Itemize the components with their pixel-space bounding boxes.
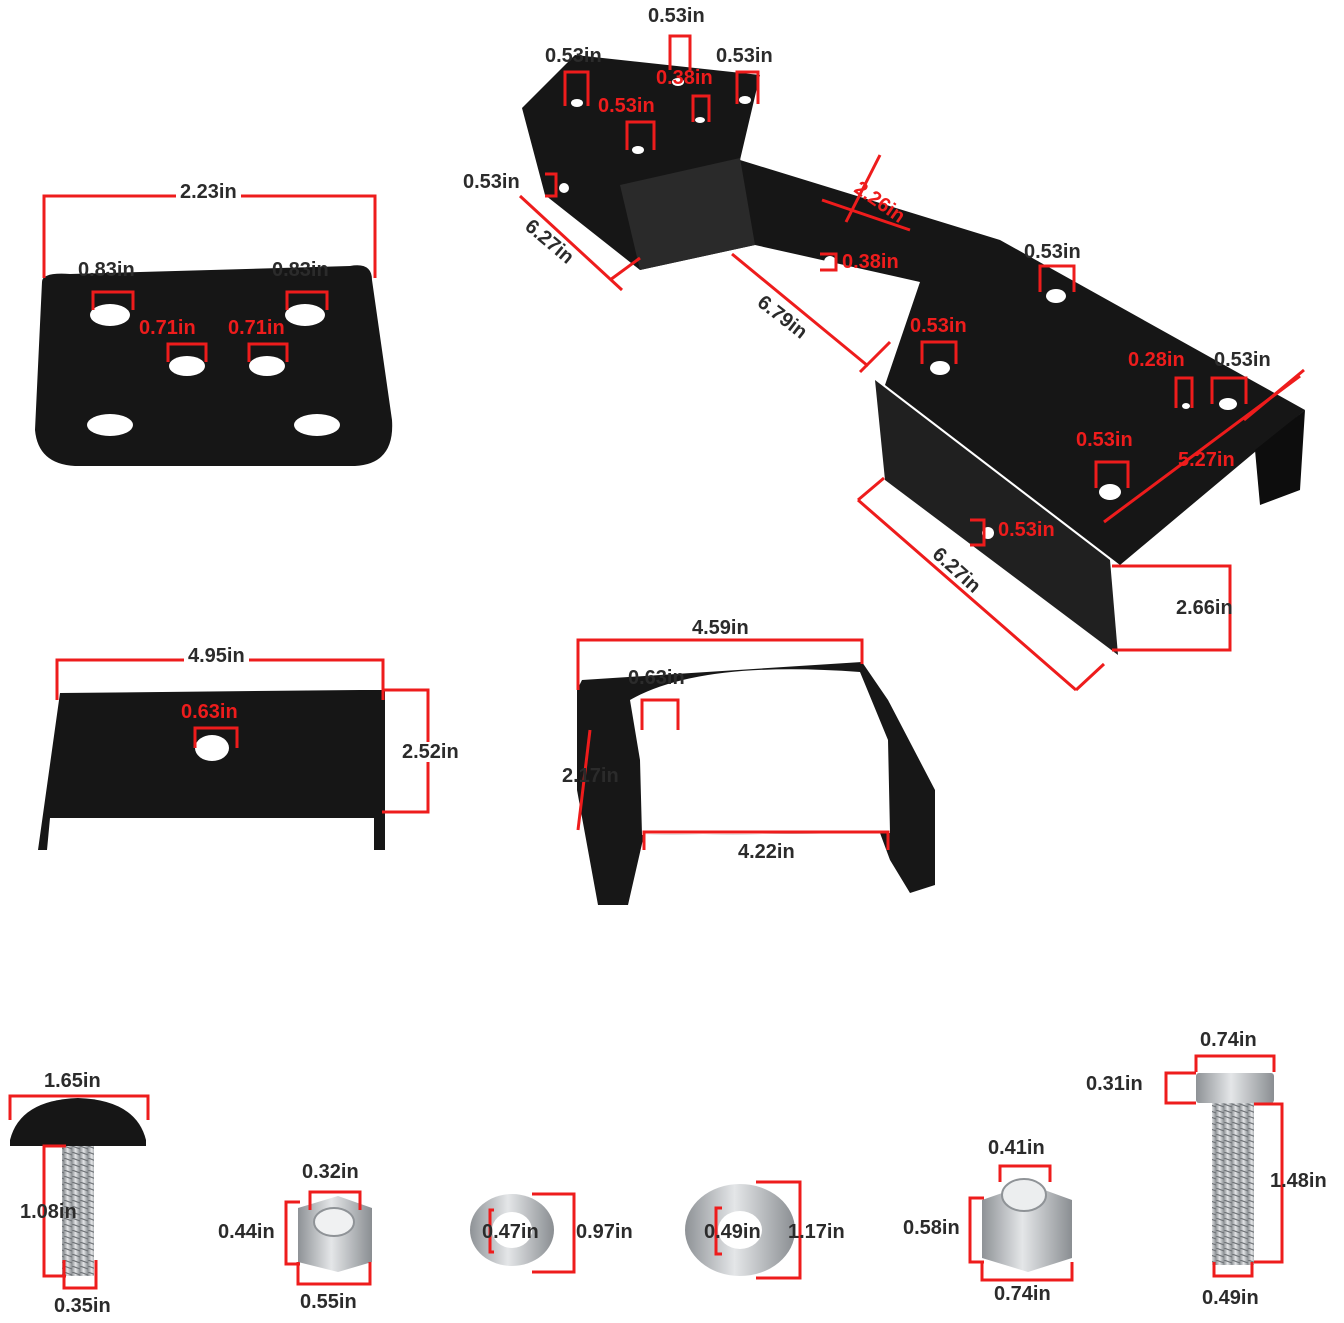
lb-lower-hole: 0.53in [910,315,967,337]
dimension-lines [8,34,1305,1290]
sd-height: 2.17in [562,765,619,787]
ln-inner: 0.41in [988,1137,1045,1159]
large-washer [685,1184,795,1276]
flat-plate [35,265,393,466]
hb-head: 0.74in [1200,1029,1257,1051]
ln-height: 0.58in [903,1217,960,1239]
lb-top-hole-a: 0.53in [545,45,602,67]
lb-mid-hole: 0.53in [1024,241,1081,263]
sd-inner-width: 4.22in [738,841,795,863]
sn-height: 0.44in [218,1221,275,1243]
lb-top-hole-c: 0.53in [716,45,773,67]
fp-hole-left: 0.83in [78,259,135,281]
up-height: 2.52in [400,741,461,763]
lb-right-hole: 0.53in [1214,349,1271,371]
lb-right-lower-hole: 0.53in [1076,429,1133,451]
hb-length: 1.48in [1270,1170,1327,1192]
sn-width: 0.55in [300,1291,357,1313]
up-width: 4.95in [184,646,249,666]
cb-length: 1.08in [20,1201,77,1223]
lb-right-height: 2.66in [1176,597,1233,619]
cb-head: 1.65in [44,1070,101,1092]
lb-mid-small-hole: 0.38in [842,251,899,273]
large-nut [982,1178,1072,1272]
sd-hole: 0.63in [628,667,685,689]
sw-inner: 0.47in [482,1221,539,1243]
small-nut [298,1196,372,1272]
lb-top-hole-b: 0.53in [648,5,705,27]
fp-center-hole-left: 0.71in [139,317,196,339]
fp-hole-right: 0.83in [272,259,329,281]
lw-outer: 1.17in [788,1221,845,1243]
hb-head-height: 0.31in [1086,1073,1143,1095]
fp-center-hole-right: 0.71in [228,317,285,339]
fp-width: 2.23in [176,182,241,202]
sw-outer: 0.97in [576,1221,633,1243]
lb-right-side-hole: 0.53in [998,519,1055,541]
ln-width: 0.74in [994,1283,1051,1305]
lb-top-hole-d: 0.53in [598,95,655,117]
cb-diameter: 0.35in [54,1295,111,1317]
up-hole: 0.63in [181,701,238,723]
saddle [577,662,935,905]
lw-inner: 0.49in [704,1221,761,1243]
long-bracket [522,55,1305,655]
lb-right-end-width: 5.27in [1178,449,1235,471]
lb-right-small-hole: 0.28in [1128,349,1185,371]
u-plate [38,690,385,850]
hex-bolt [1196,1073,1274,1265]
carriage-bolt [10,1098,146,1276]
lb-top-hole-small: 0.38in [656,67,713,89]
sd-width: 4.59in [688,618,753,638]
sn-inner: 0.32in [302,1161,359,1183]
lb-side-hole-left: 0.53in [463,171,520,193]
hb-diameter: 0.49in [1202,1287,1259,1309]
